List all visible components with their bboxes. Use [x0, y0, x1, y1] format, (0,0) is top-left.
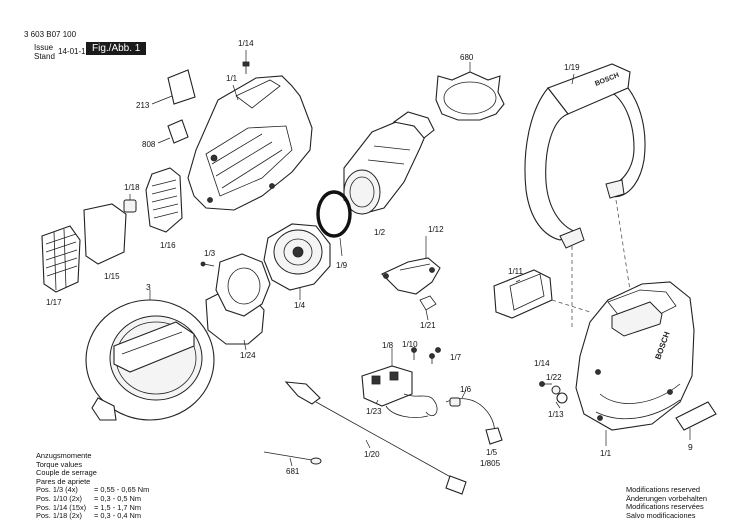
torque-row: Pos. 1/18 (2x) = 0,3 - 0,4 Nm — [36, 511, 142, 521]
label-1-4: 1/4 — [294, 301, 306, 310]
label-1-21: 1/21 — [420, 321, 436, 330]
label-1-20: 1/20 — [364, 450, 380, 459]
label-1-8: 1/8 — [382, 341, 394, 350]
part-1-17-grid — [41, 225, 81, 293]
part-1-22-washer — [551, 385, 561, 395]
part-1-7-screws — [429, 347, 441, 364]
label-1-16: 1/16 — [160, 241, 176, 250]
part-1-24-motor-mount — [205, 253, 271, 351]
modification-line: Modifications reserved — [626, 485, 700, 494]
part-1-6-cable — [445, 389, 503, 445]
label-1-11: 1/11 — [508, 267, 524, 276]
modification-line: Salvo modificaciones — [626, 510, 696, 520]
part-213-sheet — [151, 69, 196, 105]
part-3-hose-ring — [85, 290, 215, 421]
torque-row: Pos. 1/3 (4x) = 0,55 - 0,65 Nm — [36, 485, 150, 495]
label-1-5: 1/5 — [486, 448, 498, 457]
label-213: 213 — [136, 101, 150, 110]
torque-title: Pares de apriete — [36, 476, 91, 486]
label-1-9: 1/9 — [336, 261, 348, 270]
part-9-label — [675, 401, 717, 440]
part-1-8-electronics — [361, 348, 438, 418]
torque-title: Torque values — [36, 459, 83, 469]
issue-date: 14-01-16 — [58, 47, 91, 56]
label-1-6: 1/6 — [460, 385, 472, 394]
part-1-15-filter-mat — [83, 203, 127, 265]
label-1-19: 1/19 — [564, 63, 580, 72]
label-1-3: 1/3 — [204, 249, 216, 258]
label-681: 681 — [286, 467, 300, 476]
figure-label: Fig./Abb. 1 — [86, 42, 147, 55]
label-1-15: 1/15 — [104, 272, 120, 281]
part-1-11-switch-block — [493, 269, 553, 319]
part-1-1-housing-bottom — [575, 281, 695, 446]
part-808-sheet — [157, 119, 189, 144]
part-1-14-screw-bottom — [539, 381, 552, 387]
stand-label: Stand — [34, 52, 55, 61]
part-1-14-screws-top — [242, 50, 250, 74]
label-9: 9 — [688, 442, 693, 452]
part-1-21-clip — [419, 295, 437, 321]
torque-title: Couple de serrage — [36, 468, 97, 478]
label-1-1-bottom: 1/1 — [600, 449, 612, 458]
part-1-13-knob — [555, 392, 568, 409]
label-1-10: 1/10 — [402, 340, 418, 349]
label-680: 680 — [460, 53, 474, 62]
torque-title: Anzugsmomente — [36, 451, 92, 460]
part-680-gasket — [435, 62, 505, 121]
part-1-16-grille — [145, 167, 183, 233]
label-3: 3 — [146, 282, 151, 292]
label-1-14-bottom: 1/14 — [534, 359, 550, 368]
label-1-13: 1/13 — [548, 410, 564, 419]
label-1-7: 1/7 — [450, 353, 462, 362]
modification-line: Änderungen vorbehalten — [626, 493, 707, 503]
label-1-2: 1/2 — [374, 228, 386, 237]
label-1-22: 1/22 — [546, 373, 562, 382]
label-808: 808 — [142, 140, 156, 149]
label-1-12: 1/12 — [428, 225, 444, 234]
doc-number: 3 603 B07 100 — [24, 30, 77, 39]
label-1-1-top: 1/1 — [226, 74, 238, 83]
part-1-2-fan-housing — [343, 111, 435, 215]
label-1-23: 1/23 — [366, 407, 382, 416]
modification-line: Modifications reservées — [626, 502, 704, 512]
torque-row: Pos. 1/10 (2x) = 0,3 - 0,5 Nm — [36, 493, 142, 503]
part-1-12-bracket — [381, 236, 441, 295]
modifications-block: Modifications reserved Änderungen vorbeh… — [626, 485, 707, 520]
part-1-18-knob — [123, 194, 137, 213]
torque-values-block: Anzugsmomente Torque values Couple de se… — [36, 451, 150, 521]
part-1-9-seal-ring — [316, 190, 352, 257]
issue-label: Issue — [34, 43, 54, 52]
label-1-14-top: 1/14 — [238, 39, 254, 48]
part-1-1-housing-top — [187, 75, 313, 211]
torque-row: Pos. 1/14 (15x) = 1,5 - 1,7 Nm — [36, 502, 142, 512]
label-1-24: 1/24 — [240, 351, 256, 360]
label-1-17: 1/17 — [46, 298, 62, 307]
part-1-19-handle — [524, 63, 646, 249]
part-1-3-screw — [200, 261, 215, 267]
label-1-805: 1/805 — [480, 459, 501, 468]
part-1-20-rod — [284, 381, 467, 495]
label-1-18: 1/18 — [124, 183, 140, 192]
part-681-strap — [263, 451, 322, 467]
part-1-4-motor — [263, 223, 331, 300]
part-1-10-screws — [411, 347, 417, 360]
